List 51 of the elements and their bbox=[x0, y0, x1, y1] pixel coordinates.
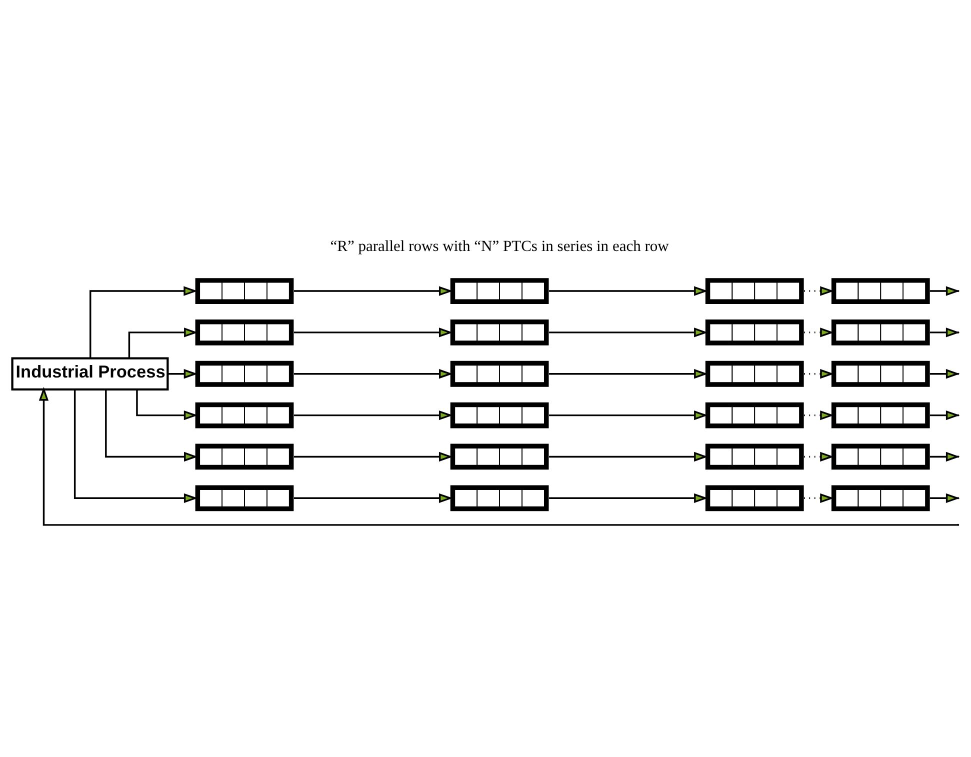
arrow bbox=[549, 328, 708, 338]
arrow bbox=[549, 452, 708, 462]
arrow bbox=[38, 386, 958, 526]
arrow bbox=[105, 389, 198, 462]
arrow bbox=[549, 286, 708, 296]
arrow bbox=[294, 493, 453, 504]
arrow bbox=[804, 452, 834, 462]
arrow bbox=[294, 452, 453, 462]
node-box bbox=[705, 360, 804, 387]
node-box bbox=[831, 320, 930, 346]
node-box bbox=[195, 402, 294, 428]
node-box bbox=[450, 402, 549, 428]
node-box bbox=[831, 402, 930, 428]
arrow bbox=[168, 369, 198, 379]
node-box bbox=[450, 444, 549, 470]
arrow bbox=[136, 390, 198, 420]
node-box bbox=[450, 320, 549, 346]
node-box bbox=[195, 360, 294, 387]
node-box bbox=[831, 360, 930, 387]
arrow bbox=[90, 286, 198, 358]
arrow bbox=[804, 328, 834, 338]
arrow bbox=[128, 328, 198, 358]
label: “R” parallel rows with “N” PTCs in series in each row bbox=[330, 238, 669, 255]
arrow bbox=[294, 286, 453, 296]
node-box bbox=[195, 444, 294, 470]
arrow bbox=[804, 493, 834, 504]
node-box: Industrial Process bbox=[11, 357, 169, 390]
node-box bbox=[195, 320, 294, 346]
node-box bbox=[705, 278, 804, 304]
arrow bbox=[804, 369, 834, 379]
node-box bbox=[450, 360, 549, 387]
node-box bbox=[450, 278, 549, 304]
arrow bbox=[294, 328, 453, 338]
node-box bbox=[705, 485, 804, 512]
node-box bbox=[705, 402, 804, 428]
arrow bbox=[74, 390, 198, 504]
arrow bbox=[549, 493, 708, 504]
node-box bbox=[195, 485, 294, 512]
arrow bbox=[804, 410, 834, 420]
node-box bbox=[831, 485, 930, 512]
node-box bbox=[831, 444, 930, 470]
node-box bbox=[450, 485, 549, 512]
arrow bbox=[804, 286, 834, 296]
arrow bbox=[549, 369, 708, 379]
arrow bbox=[294, 369, 453, 379]
arrow bbox=[549, 410, 708, 420]
node-box bbox=[831, 278, 930, 304]
node-box bbox=[705, 320, 804, 346]
node-box bbox=[705, 444, 804, 470]
arrow bbox=[294, 410, 453, 420]
node-box bbox=[195, 278, 294, 304]
